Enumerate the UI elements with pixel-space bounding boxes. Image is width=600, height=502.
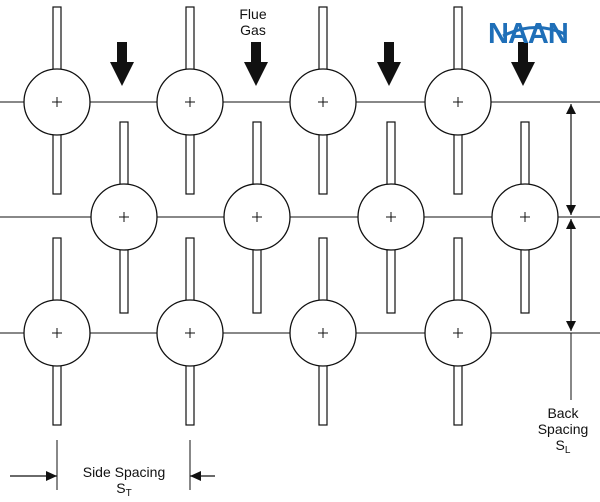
flue-gas-label: Flue Gas (228, 6, 278, 38)
side-spacing-label: Side Spacing ST (66, 464, 182, 502)
back-spacing-arrowhead-4 (566, 321, 576, 331)
flue-gas-arrow-4 (511, 42, 535, 86)
flue-gas-label-line2: Gas (240, 22, 266, 38)
flue-gas-arrow-2 (244, 42, 268, 86)
back-spacing-symbol: SL (528, 437, 598, 459)
side-spacing-symbol-main: S (116, 480, 126, 496)
back-spacing-label-line1: Back (547, 405, 579, 421)
side-spacing-arrowhead-right (190, 471, 201, 481)
flue-gas-label-line1: Flue (239, 6, 267, 22)
back-spacing-label-line2: Spacing (537, 421, 589, 437)
logo-swoosh (502, 25, 566, 38)
flue-gas-arrow-1 (110, 42, 134, 86)
side-spacing-symbol-sub: T (125, 488, 132, 499)
back-spacing-symbol-main: S (555, 437, 565, 453)
flue-gas-arrow-3 (377, 42, 401, 86)
side-spacing-symbol: ST (66, 480, 182, 502)
back-spacing-label: Back Spacing SL (528, 405, 598, 459)
side-spacing-arrowhead-left (46, 471, 57, 481)
back-spacing-symbol-sub: L (564, 445, 571, 456)
back-spacing-arrowhead-3 (566, 219, 576, 229)
back-spacing-arrowhead-2 (566, 205, 576, 215)
side-spacing-label-line1: Side Spacing (82, 464, 166, 480)
back-spacing-arrowhead-1 (566, 104, 576, 114)
naan-logo: NAAN (488, 18, 569, 50)
